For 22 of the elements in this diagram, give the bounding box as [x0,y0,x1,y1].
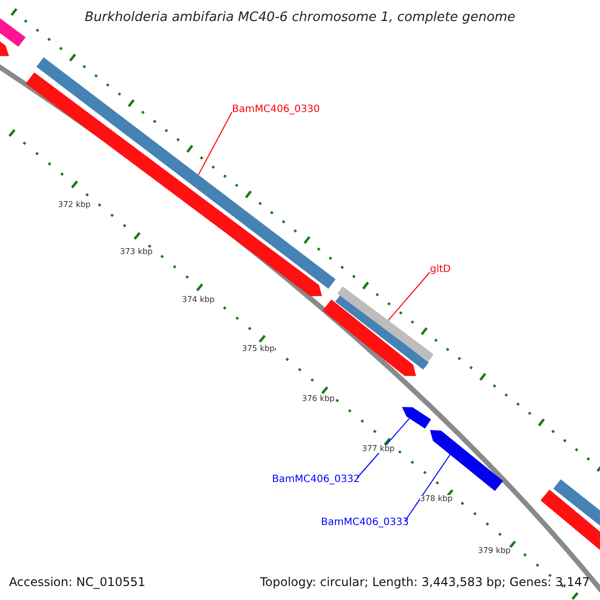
gene-arrow [430,430,504,491]
leader-line [356,418,410,478]
gene-arrow [402,407,431,429]
gene-label: gltD [430,265,451,275]
footer-text: Accession: NC_010551 [9,576,146,588]
gene-bar [337,286,434,362]
tick-label: 379 kbp [478,547,511,555]
gene-label: BamMC406_0332 [272,475,360,485]
footer-text: Topology: circular; Length: 3,443,583 bp; Genes: 3,147 [260,576,590,588]
gene-label: BamMC406_0333 [321,518,409,528]
tick-label: 372 kbp [58,201,91,209]
leader-line [404,454,451,522]
tick-label: 373 kbp [120,248,153,256]
tick-label: 378 kbp [420,495,453,503]
tick-label: 375 kbp [242,345,275,353]
gene-label: BamMC406_0330 [232,105,320,115]
leader-line [198,112,232,176]
tick-label: 377 kbp [362,445,395,453]
tick-label: 376 kbp [302,395,335,403]
gene-bar [36,57,336,289]
title: Burkholderia ambifaria MC40-6 chromosome 1, complete genome [84,11,516,24]
leader-line [388,272,430,321]
